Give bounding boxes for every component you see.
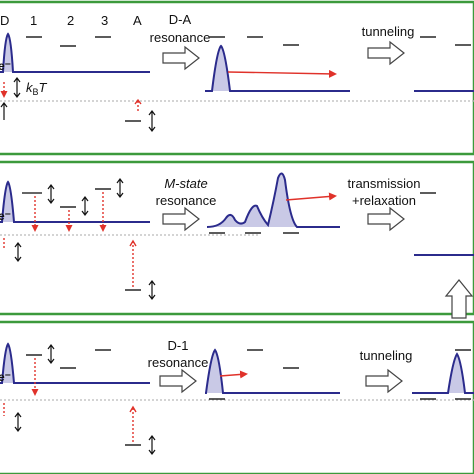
hollow-arrow-up xyxy=(444,279,474,319)
red-m-state-arrows xyxy=(3,192,134,287)
energy-levels xyxy=(26,36,141,122)
d1-wavepacket xyxy=(205,348,340,394)
panel-2-border xyxy=(0,160,474,316)
red-d1-arrows xyxy=(3,358,134,442)
panel-3-border xyxy=(0,320,474,474)
step-label-resonance: resonance xyxy=(150,30,211,45)
m-state-levels xyxy=(22,188,141,291)
m-state-wavepacket xyxy=(206,172,340,228)
hollow-arrow-6 xyxy=(365,368,403,394)
step-label-da: D-A xyxy=(169,12,192,27)
site-label-1: 1 xyxy=(30,13,37,28)
panel-1-border xyxy=(0,0,474,156)
donor-wavepacket-2 xyxy=(0,180,150,223)
hollow-arrow-4 xyxy=(367,206,405,232)
panel-1: D 1 2 3 A e⁻ kBT xyxy=(0,0,474,156)
hollow-arrow-3 xyxy=(162,206,200,232)
m-state-double-arrows xyxy=(14,178,156,300)
hollow-arrow-5 xyxy=(159,368,197,394)
site-label-3: 3 xyxy=(101,13,108,28)
step-label-transmission: transmission xyxy=(348,176,421,191)
donor-double-arrow xyxy=(0,102,8,120)
step-label-tunneling: tunneling xyxy=(362,24,415,39)
step-label-tunneling-3: tunneling xyxy=(360,348,413,363)
transfer-arrow-3 xyxy=(219,370,248,379)
site-label-2: 2 xyxy=(67,13,74,28)
site-label-d: D xyxy=(0,13,9,28)
donor-wavepacket-3 xyxy=(0,342,150,384)
stage-d1-resonance xyxy=(205,348,340,400)
transfer-arrow-2 xyxy=(285,192,337,201)
panel-2: e⁻ M-state resonance xyxy=(0,160,474,319)
kbt-marker: kBT xyxy=(13,77,48,98)
donor-wave-fill xyxy=(0,34,150,72)
stage-tunneled xyxy=(414,36,474,92)
d1-levels xyxy=(26,349,141,446)
acceptor-double-arrow xyxy=(148,110,156,132)
electron-label-3: e⁻ xyxy=(0,370,11,384)
tunneled-wavepacket xyxy=(412,352,474,394)
d1-double-arrows xyxy=(14,344,156,455)
step-label-m-state: M-state xyxy=(164,176,207,191)
panel-3: e⁻ D-1 resonance tunneling xyxy=(0,320,474,474)
stage-da-resonance xyxy=(205,36,350,92)
step-label-d1: D-1 xyxy=(168,338,189,353)
step-label-resonance-3: resonance xyxy=(148,355,209,370)
site-label-a: A xyxy=(133,13,142,28)
stage-m-state xyxy=(206,172,340,234)
kbt-label: kBT xyxy=(26,80,48,97)
donor-wavepacket xyxy=(0,32,150,73)
electron-label: e⁻ xyxy=(0,59,11,73)
step-label-relaxation: +relaxation xyxy=(352,193,416,208)
transfer-arrow-1 xyxy=(227,69,337,78)
stage-d1-tunneled xyxy=(412,349,474,400)
hollow-arrow-2 xyxy=(367,40,405,66)
hollow-arrow-1 xyxy=(162,45,200,71)
electron-label-2: e⁻ xyxy=(0,209,11,223)
resonant-wavepacket xyxy=(205,44,350,92)
step-label-resonance-2: resonance xyxy=(156,193,217,208)
